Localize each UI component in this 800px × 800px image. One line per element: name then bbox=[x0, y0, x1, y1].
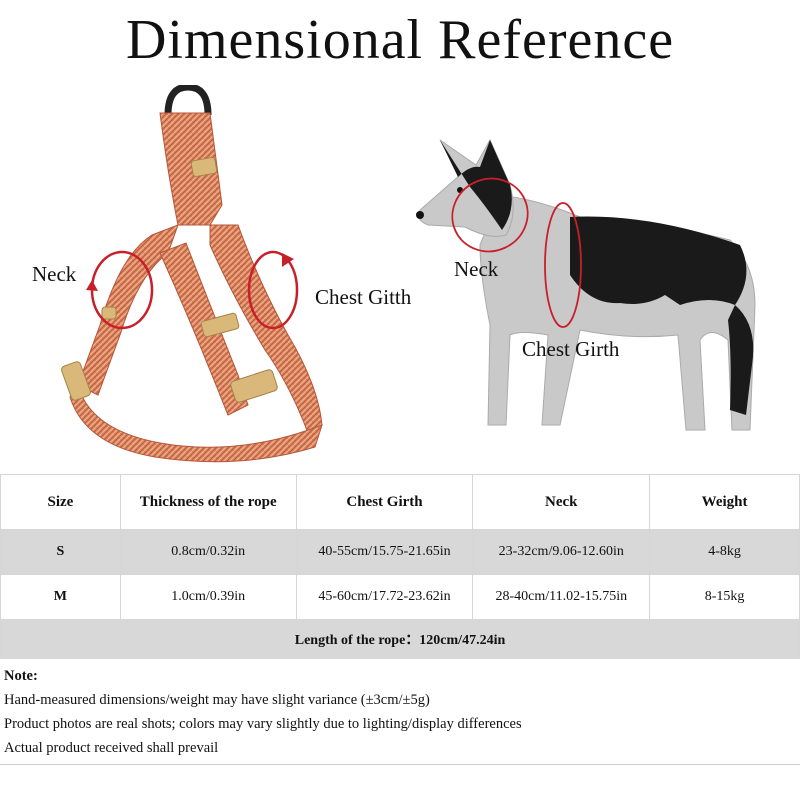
table-footer-row: Length of the rope：120cm/47.24in bbox=[0, 619, 800, 659]
harness-chest-label: Chest Gitth bbox=[315, 285, 412, 309]
neck-strap-left bbox=[77, 224, 179, 396]
divider bbox=[0, 764, 800, 765]
notes-heading: Note: bbox=[4, 668, 38, 684]
top-buckle bbox=[190, 157, 218, 177]
cell-neck: 28-40cm/11.02-15.75in bbox=[472, 574, 651, 620]
dog-neck-label: Neck bbox=[454, 257, 499, 281]
header-weight: Weight bbox=[649, 474, 800, 530]
top-strap bbox=[159, 112, 223, 226]
buckle-lower bbox=[230, 369, 278, 403]
buckle-neck bbox=[101, 306, 117, 320]
note-line: Actual product received shall prevail bbox=[4, 740, 219, 756]
table-header-row: Size Thickness of the rope Chest Girth N… bbox=[0, 474, 800, 530]
cell-thickness: 1.0cm/0.39in bbox=[119, 574, 297, 620]
belly-strap bbox=[69, 383, 323, 463]
header-size: Size bbox=[0, 474, 121, 530]
table-row: M 1.0cm/0.39in 45-60cm/17.72-23.62in 28-… bbox=[0, 574, 800, 620]
buckle-middle bbox=[200, 312, 240, 338]
cell-chest-girth: 45-60cm/17.72-23.62in bbox=[295, 574, 474, 620]
harness-illustration bbox=[61, 85, 323, 463]
cell-weight: 8-15kg bbox=[649, 574, 800, 620]
header-chest-girth: Chest Girth bbox=[295, 474, 474, 530]
dog-chest-label: Chest Girth bbox=[522, 337, 620, 361]
size-table: Size Thickness of the rope Chest Girth N… bbox=[0, 474, 800, 659]
dog-chest-ring-icon bbox=[544, 202, 582, 328]
note-line: Hand-measured dimensions/weight may have… bbox=[4, 692, 430, 708]
rope-length: Length of the rope：120cm/47.24in bbox=[0, 619, 800, 659]
header-neck: Neck bbox=[472, 474, 651, 530]
buckle-left bbox=[61, 361, 91, 401]
notes: Note: Hand-measured dimensions/weight ma… bbox=[4, 664, 794, 760]
note-line: Product photos are real shots; colors ma… bbox=[4, 716, 522, 732]
dog-back-patch bbox=[570, 216, 747, 305]
dog-neck-ring-icon bbox=[451, 177, 529, 253]
cell-weight: 4-8kg bbox=[649, 529, 800, 575]
cell-neck: 23-32cm/9.06-12.60in bbox=[472, 529, 651, 575]
header-thickness: Thickness of the rope bbox=[119, 474, 297, 530]
table-row: S 0.8cm/0.32in 40-55cm/15.75-21.65in 23-… bbox=[0, 529, 800, 575]
d-ring bbox=[164, 85, 212, 116]
dog-illustration bbox=[416, 138, 756, 431]
dog-tail bbox=[728, 305, 754, 415]
cell-size: S bbox=[0, 529, 121, 575]
page-title: Dimensional Reference bbox=[125, 9, 675, 71]
cell-chest-girth: 40-55cm/15.75-21.65in bbox=[295, 529, 474, 575]
cell-thickness: 0.8cm/0.32in bbox=[119, 529, 297, 575]
harness-neck-label: Neck bbox=[32, 262, 77, 286]
chest-arrow-icon bbox=[247, 250, 299, 330]
cell-size: M bbox=[0, 574, 121, 620]
dog-head-patch bbox=[440, 140, 512, 230]
